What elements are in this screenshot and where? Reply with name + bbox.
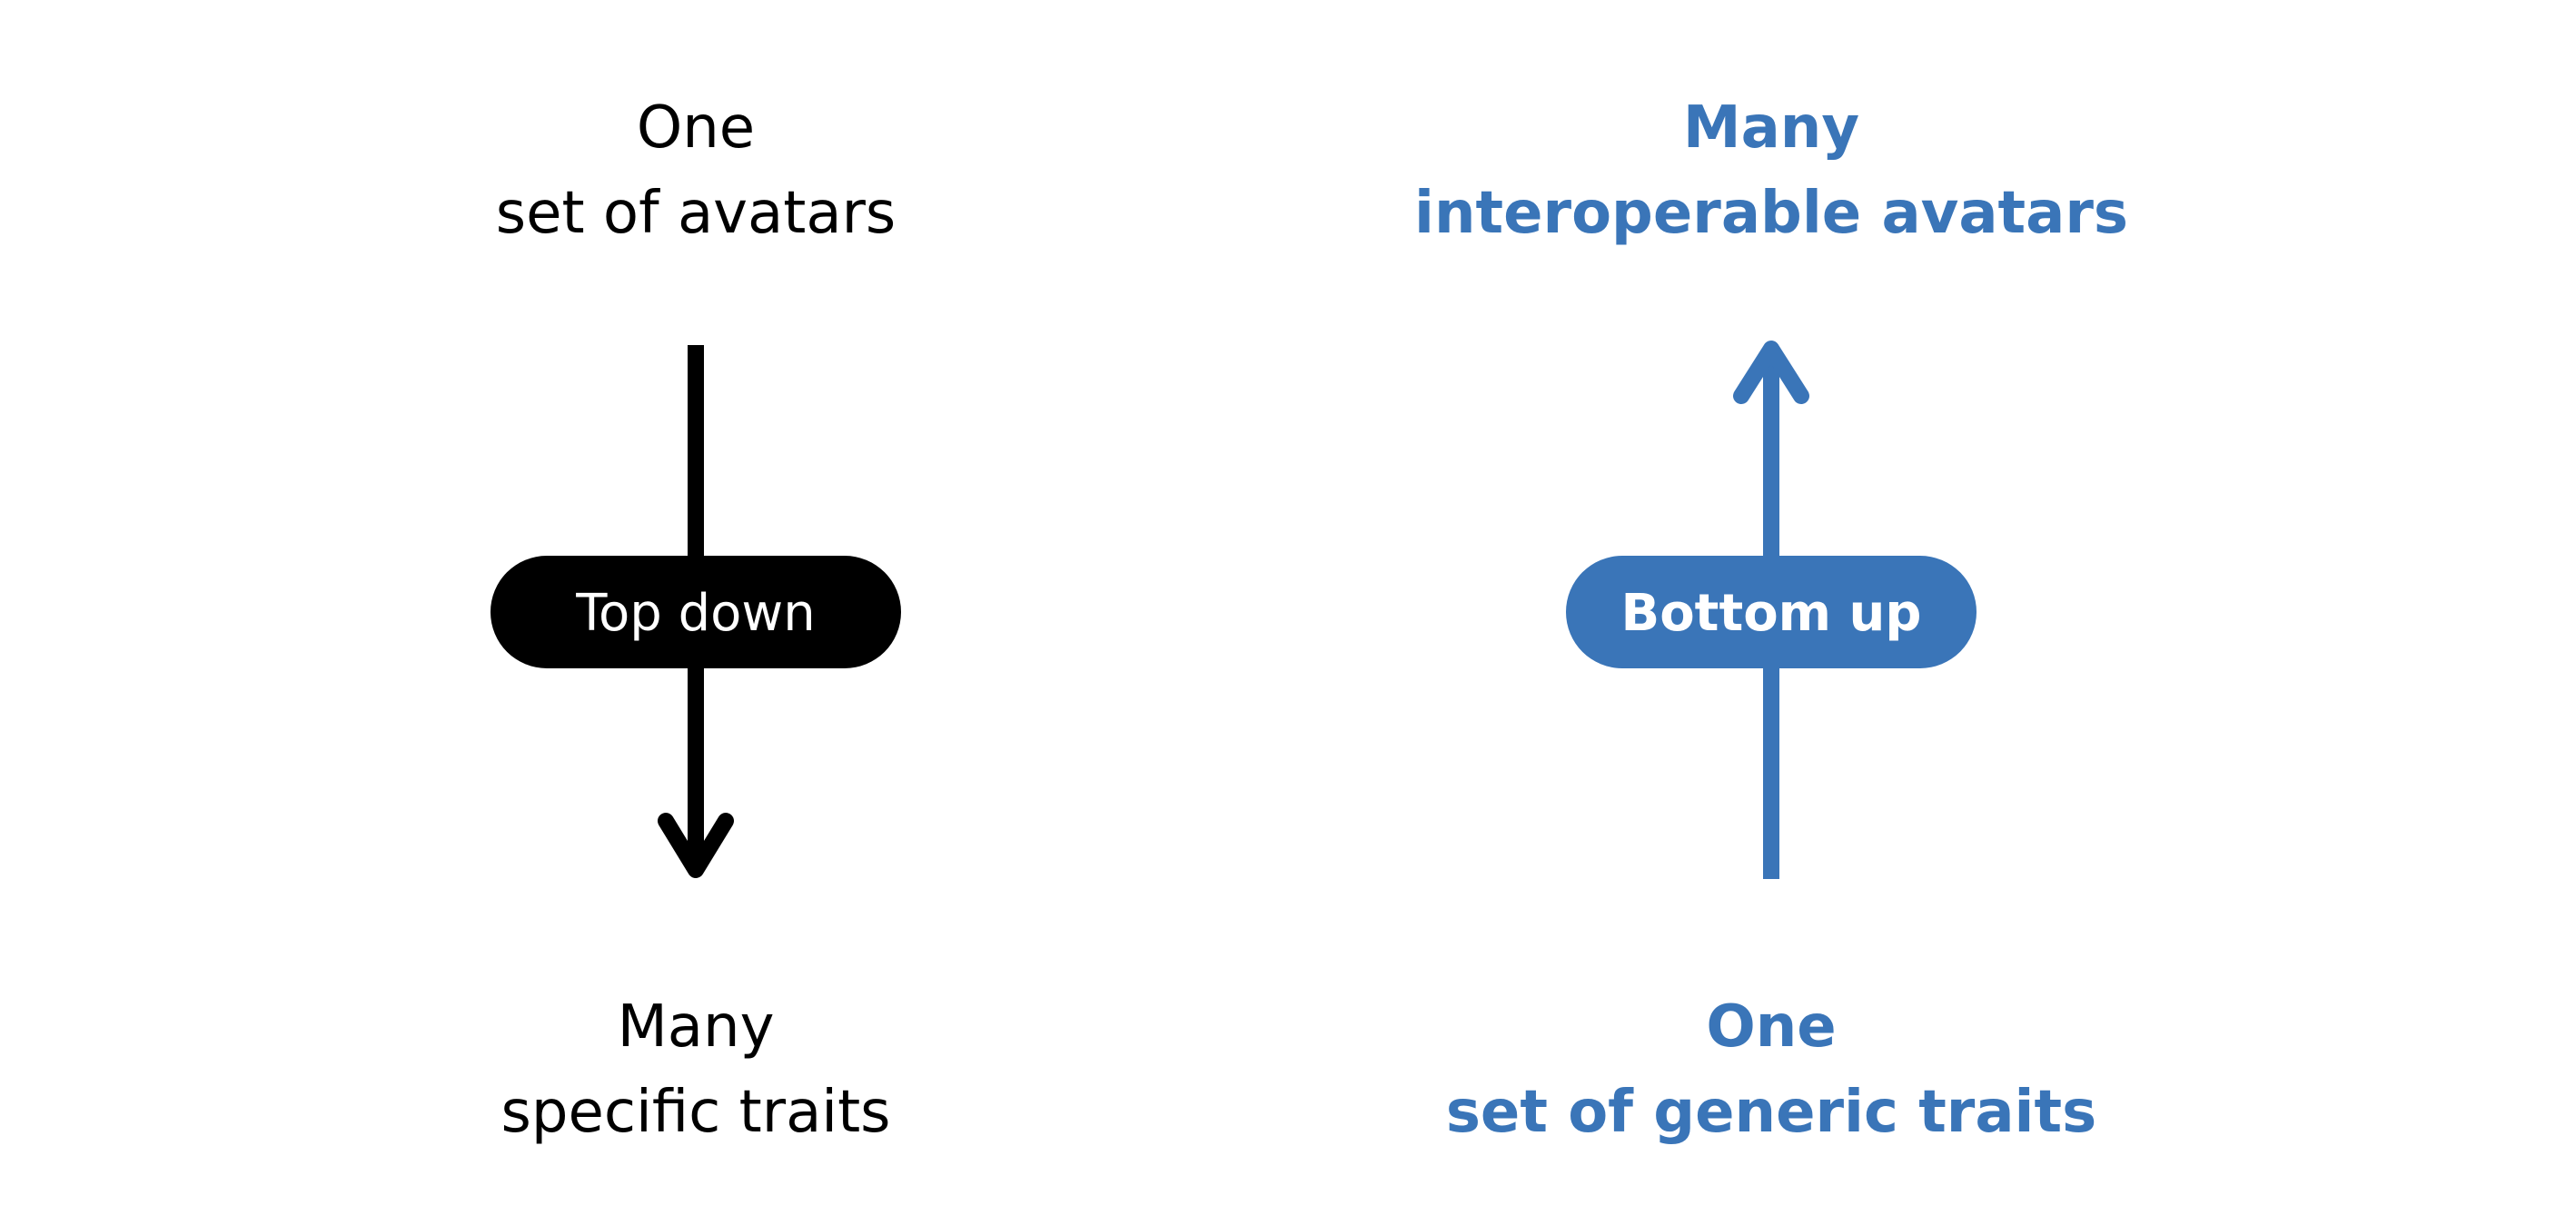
- left-bottom-label-line2: specific traits: [501, 1079, 891, 1146]
- right-top-label-line2: interoperable avatars: [1414, 180, 2128, 247]
- bottom-up-pill-label: Bottom up: [1621, 584, 1922, 643]
- right-bottom-label-line2: set of generic traits: [1446, 1079, 2096, 1146]
- left-bottom-label-line1: Many: [618, 993, 775, 1061]
- up-arrow-head-icon: [1733, 341, 1809, 404]
- right-column: Many interoperable avatars Bottom up One…: [1414, 94, 2128, 1146]
- top-down-pill: [490, 556, 901, 668]
- top-down-pill-label: Top down: [575, 584, 815, 643]
- down-arrow-head-icon: [658, 813, 734, 878]
- left-top-label-line2: set of avatars: [496, 180, 896, 247]
- left-top-label-line1: One: [637, 94, 755, 162]
- right-bottom-label-line1: One: [1706, 993, 1836, 1061]
- left-column: One set of avatars Top down Many specifi…: [490, 94, 901, 1146]
- bottom-up-pill: [1566, 556, 1977, 668]
- right-top-label-line1: Many: [1683, 94, 1859, 162]
